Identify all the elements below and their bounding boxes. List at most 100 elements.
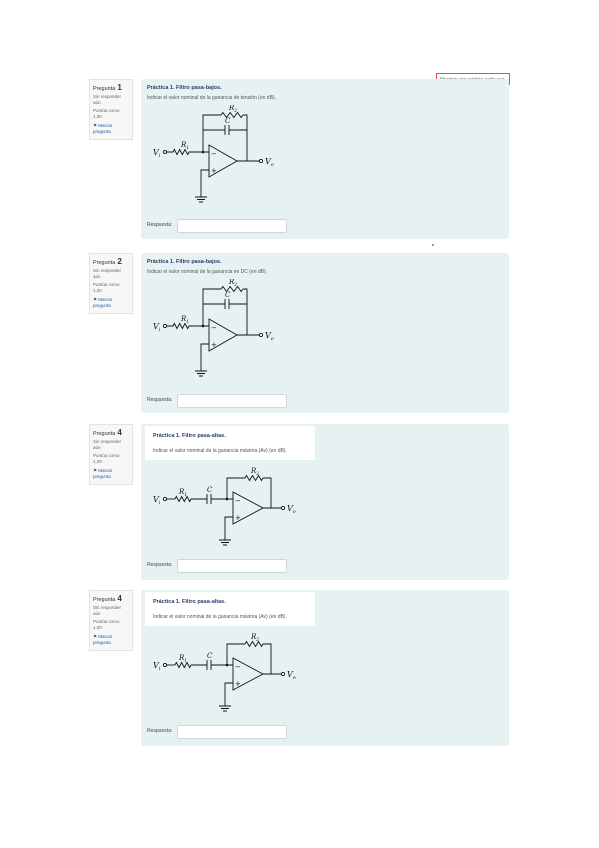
question-text-panel	[145, 426, 315, 460]
input-terminal	[162, 662, 168, 668]
c-label: C	[207, 486, 213, 494]
r1-label: R1	[180, 315, 189, 325]
r2-resistor	[220, 285, 244, 293]
c-capacitor	[191, 660, 233, 670]
question-heading: Práctica 1. Filtro pasa-bajos.	[147, 259, 222, 265]
flag-question-link[interactable]: ⚑ Marcar pregunta	[93, 468, 113, 479]
input-terminal	[162, 496, 168, 502]
answer-label: Respuesta:	[147, 397, 173, 403]
feedback-wire	[243, 288, 248, 335]
flag-question-link[interactable]: ⚑ Marcar pregunta	[93, 634, 113, 645]
feedback-wire	[226, 643, 245, 665]
question-content: Práctica 1. Filtro pasa-altas. Indicar e…	[141, 590, 509, 746]
output-terminal	[280, 671, 286, 677]
ground-symbol	[195, 343, 209, 377]
question-points: Puntúa como 1,00	[93, 282, 120, 293]
answer-input[interactable]	[177, 219, 287, 233]
question-points: Puntúa como 1,00	[93, 108, 120, 119]
question-status: Sin responder aún	[93, 268, 122, 279]
feedback-wire	[226, 477, 245, 499]
vi-label: Vi	[153, 322, 161, 333]
question-prompt: Indicar el valor nominal de la ganancia …	[153, 614, 287, 620]
question-text-panel	[145, 592, 315, 626]
inverting-input-sign: −	[211, 150, 217, 158]
answer-input[interactable]	[177, 559, 287, 573]
lowpass-filter-circuit: − + Vi R1 R2C Vo	[153, 105, 274, 203]
c-label: C	[225, 117, 231, 125]
question-status: Sin responder aún	[93, 605, 122, 616]
question-prompt: Indicar el valor nominal de la ganancia …	[153, 448, 287, 454]
r2-resistor	[220, 111, 244, 119]
noninverting-input-sign: +	[235, 680, 241, 688]
question-heading: Práctica 1. Filtro pasa-altas.	[153, 433, 226, 439]
r2-resistor	[244, 640, 264, 648]
vo-label: Vo	[265, 331, 274, 342]
noninverting-input-sign: +	[211, 341, 217, 349]
r1-label: R1	[178, 488, 187, 498]
op-amp-symbol	[232, 491, 264, 525]
vi-label: Vi	[153, 495, 161, 506]
flag-question-link[interactable]: ⚑ Marcar pregunta	[93, 123, 113, 134]
feedback-wire	[202, 288, 221, 326]
question-status: Sin responder aún	[93, 94, 122, 105]
c-label: C	[207, 652, 213, 660]
r2-label: R2	[228, 279, 237, 288]
question-content: Práctica 1. Filtro pasa-altas. Indicar e…	[141, 424, 509, 580]
inverting-input-sign: −	[211, 324, 217, 332]
output-terminal	[280, 505, 286, 511]
noninverting-input-sign: +	[211, 167, 217, 175]
question-heading: Práctica 1. Filtro pasa-bajos.	[147, 85, 222, 91]
question-prompt: Indicar el valor nominal de la ganancia …	[147, 269, 268, 275]
input-terminal	[162, 149, 168, 155]
r1-resistor	[167, 148, 209, 156]
question-points: Puntúa como 1,00	[93, 453, 120, 464]
feedback-wire	[263, 477, 272, 508]
r1-resistor	[174, 495, 192, 503]
output-terminal	[258, 332, 264, 338]
inverting-input-sign: −	[235, 663, 241, 671]
r2-label: R2	[228, 105, 237, 114]
answer-label: Respuesta:	[147, 562, 173, 568]
feedback-wire	[243, 114, 248, 161]
c-capacitor	[203, 299, 247, 309]
vo-label: Vo	[265, 157, 274, 168]
r2-label: R2	[250, 633, 259, 643]
vo-label: Vo	[287, 670, 296, 681]
noninverting-input-sign: +	[235, 514, 241, 522]
question-content: Práctica 1. Filtro pasa-bajos. Indicar e…	[141, 79, 509, 239]
vi-label: Vi	[153, 148, 161, 159]
r1-resistor	[174, 661, 192, 669]
answer-input[interactable]	[177, 725, 287, 739]
flag-question-link[interactable]: ⚑ Marcar pregunta	[93, 297, 113, 308]
question-heading: Práctica 1. Filtro pasa-altas.	[153, 599, 226, 605]
feedback-wire	[263, 643, 272, 674]
input-terminal	[162, 323, 168, 329]
ground-symbol	[219, 516, 233, 546]
feedback-wire	[202, 114, 221, 152]
r1-label: R1	[180, 141, 189, 151]
ground-symbol	[219, 682, 233, 712]
r1-label: R1	[178, 654, 187, 664]
answer-label: Respuesta:	[147, 728, 173, 734]
question-prompt: Indicar el valor nominal de la ganancia …	[147, 95, 276, 101]
answer-input[interactable]	[177, 394, 287, 408]
op-amp-symbol	[208, 144, 238, 178]
c-capacitor	[203, 125, 247, 135]
op-amp-symbol	[208, 318, 238, 352]
r2-label: R2	[250, 467, 259, 477]
vo-label: Vo	[287, 504, 296, 515]
